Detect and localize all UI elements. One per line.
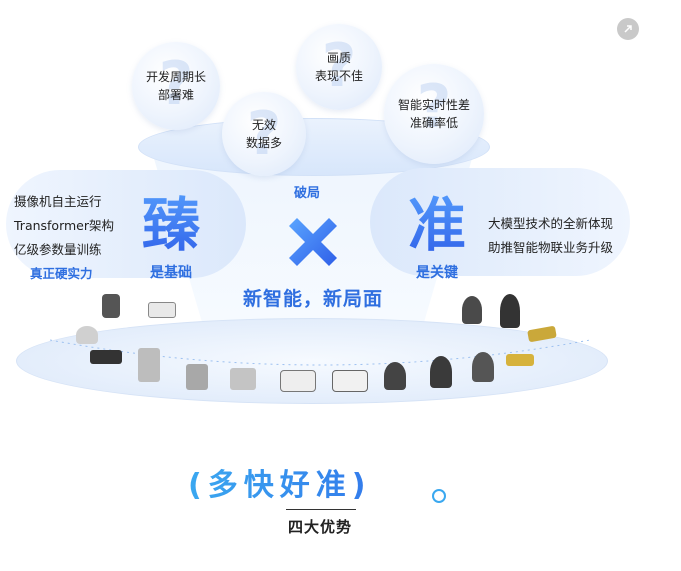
camera-device-icon — [506, 354, 534, 366]
camera-device-icon — [332, 370, 368, 392]
left-feature-item: Transformer架构 — [14, 218, 115, 233]
camera-device-icon — [430, 356, 452, 388]
camera-device-icon — [90, 350, 122, 364]
camera-device-icon — [500, 294, 520, 328]
pain-text: 开发周期长 部署难 — [145, 70, 206, 102]
question-mark-icon: ? — [158, 49, 194, 120]
right-feature-item: 助推智能物联业务升级 — [488, 240, 614, 255]
slogan: 新智能，新局面 — [242, 288, 383, 310]
left-feature-highlight: 真正硬实力 — [30, 266, 93, 281]
camera-device-icon — [384, 362, 406, 390]
question-mark-icon: ? — [321, 30, 357, 101]
camera-device-icon — [230, 368, 256, 390]
left-capsule — [6, 170, 246, 278]
headline: (多快好准) — [188, 460, 488, 504]
share-icon[interactable] — [617, 18, 639, 40]
left-feature-list: 摄像机自主运行 Transformer架构 亿级参数量训练 真正硬实力 — [14, 190, 114, 286]
pain-bubble-1: ? 开发周期长 部署难 — [132, 42, 220, 130]
camera-device-icon — [148, 302, 176, 318]
camera-device-icon — [102, 294, 120, 318]
pain-bubble-4: ? 智能实时性差 准确率低 — [384, 64, 484, 164]
camera-device-icon — [186, 364, 208, 390]
left-sub-label: 是基础 — [150, 265, 192, 281]
caption: 四大优势 — [287, 518, 352, 536]
left-feature-item: 摄像机自主运行 — [14, 194, 102, 209]
pain-bubble-2: ? 画质 表现不佳 — [296, 24, 382, 110]
pain-bubble-3: ? 无效 数据多 — [222, 92, 306, 176]
center-top-label: 破局 — [294, 186, 321, 201]
circle-dot-icon — [432, 489, 446, 503]
left-feature-item: 亿级参数量训练 — [14, 242, 102, 257]
camera-device-icon — [472, 352, 494, 382]
question-mark-icon: ? — [246, 98, 282, 169]
pain-text: 智能实时性差 准确率低 — [397, 98, 470, 130]
question-mark-icon: ? — [416, 72, 452, 142]
platform-dot-track — [49, 339, 591, 366]
right-capsule — [370, 168, 630, 276]
camera-device-icon — [462, 296, 482, 324]
right-big-char: 准 — [408, 178, 466, 262]
camera-device-icon — [138, 348, 160, 382]
pain-text: 无效 数据多 — [245, 118, 282, 150]
right-feature-list: 大模型技术的全新体现 助推智能物联业务升级 — [488, 212, 613, 260]
left-big-char: 臻 — [142, 178, 200, 262]
camera-device-icon — [280, 370, 316, 392]
right-feature-item: 大模型技术的全新体现 — [488, 216, 614, 231]
camera-device-icon — [76, 326, 98, 344]
right-sub-label: 是关键 — [416, 265, 458, 281]
pain-text: 画质 表现不佳 — [314, 51, 363, 83]
cross-icon — [289, 218, 337, 266]
divider — [286, 509, 356, 510]
